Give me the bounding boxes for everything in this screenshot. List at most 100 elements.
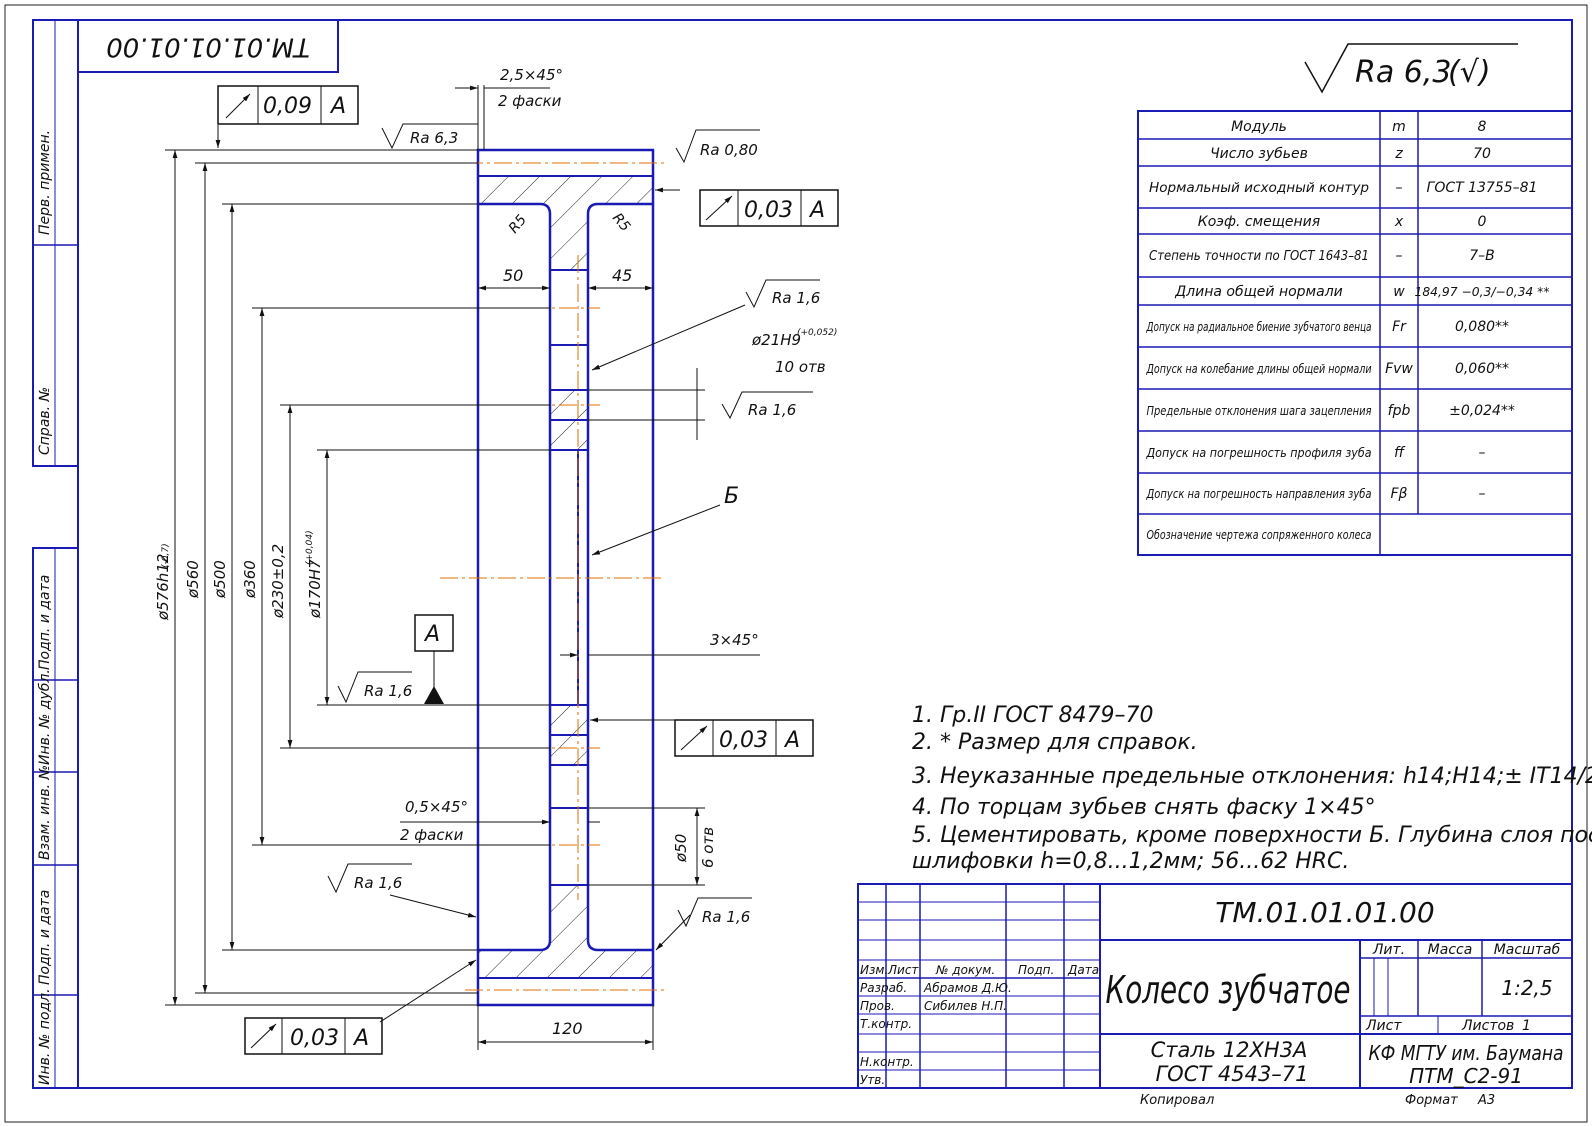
technical-notes: 1. Гр.II ГОСТ 8479–70 2. * Размер для сп… — [912, 703, 1592, 874]
roughness-symbols — [327, 123, 820, 928]
tb-prov-name: Сибилев Н.П. — [924, 999, 1007, 1013]
tb-col-scale: Масштаб — [1494, 942, 1561, 958]
note-4: 4. По торцам зубьев снять фаску 1×45° — [912, 795, 1376, 820]
note-3: 3. Неуказанные предельные отклонения: h1… — [912, 764, 1592, 789]
param-val-direction: – — [1479, 486, 1486, 502]
rotated-drawing-code: ТМ.01.01.01.00 — [106, 32, 310, 62]
tb-nkontr: Н.контр. — [860, 1055, 914, 1069]
param-name-teeth: Число зубьев — [1210, 146, 1308, 162]
roughness-labels: Ra 6,3 Ra 0,80 Ra 1,6 Ra 1,6 Ra 1,6 Ra 1… — [354, 129, 820, 926]
side-label-inv-dubl: Инв. № дубл. — [37, 669, 53, 765]
dim-holes-tol: (+0,052) — [797, 328, 837, 338]
tb-sheets: Листов — [1461, 1018, 1514, 1034]
tb-org-2: ПТМ_С2-91 — [1409, 1064, 1523, 1088]
tb-razrab: Разраб. — [860, 981, 907, 995]
dim-d50: ø50 — [672, 834, 690, 863]
tol-2-value: 0,03 — [744, 198, 793, 223]
general-roughness-value: Ra 6,3 — [1355, 55, 1451, 90]
side-label-sprav: Справ. № — [37, 387, 53, 455]
tb-razrab-name: Абрамов Д.Ю. — [923, 981, 1012, 995]
param-sym-length-variation: Fvw — [1385, 361, 1413, 377]
tb-org-1: КФ МГТУ им. Баумана — [1369, 1041, 1564, 1065]
note-2: 2. * Размер для справок. — [912, 730, 1198, 755]
tb-drawing-code: ТМ.01.01.01.00 — [1215, 896, 1434, 929]
param-val-pitch: ±0,024** — [1449, 403, 1515, 419]
param-sym-radial-runout: Fr — [1392, 319, 1407, 335]
dim-width-120: 120 — [552, 1019, 583, 1038]
param-name-module: Модуль — [1231, 119, 1287, 135]
tol-3-value: 0,03 — [719, 728, 768, 753]
side-labels: Перв. примен. Справ. № Подп. и дата Инв.… — [37, 130, 53, 1085]
note-5b: шлифовки h=0,8...1,2мм; 56...62 HRC. — [912, 849, 1349, 874]
param-name-pitch: Предельные отклонения шага зацепления — [1147, 404, 1372, 418]
param-val-radial-runout: 0,080** — [1455, 319, 1509, 335]
dim-chamfer-top: 2,5×45° — [500, 66, 563, 84]
tb-format: Формат — [1405, 1093, 1458, 1108]
dim-chamfer-mid: 3×45° — [710, 631, 759, 649]
tb-hdr-izm: Изм. — [860, 963, 888, 977]
dim-d560: ø560 — [184, 560, 202, 599]
tb-hdr-doc: № докум. — [935, 963, 995, 977]
tb-hdr-date: Дата — [1067, 963, 1099, 977]
param-name-normal-length: Длина общей нормали — [1174, 284, 1343, 300]
param-val-accuracy: 7–В — [1469, 248, 1495, 264]
tol-1-value: 0,09 — [263, 94, 312, 119]
param-sym-profile: ff — [1394, 445, 1406, 461]
param-sym-teeth: z — [1394, 146, 1403, 162]
tb-copied: Копировал — [1140, 1093, 1214, 1108]
tol-4-datum: А — [352, 1026, 369, 1051]
dim-chamfer-bot-note: 2 фаски — [400, 826, 464, 844]
gear-params-table — [1137, 110, 1573, 556]
param-name-accuracy: Степень точности по ГОСТ 1643–81 — [1149, 249, 1369, 264]
tolerance-frame-3: 0,03 А — [674, 719, 814, 757]
ra-6-3: Ra 6,3 — [410, 129, 458, 147]
param-name-direction: Допуск на погрешность направления зуба — [1146, 487, 1372, 501]
dim-holes: ø21H9 — [751, 331, 801, 349]
tb-part-name: Колесо зубчатое — [1106, 968, 1351, 1012]
tb-tkontr: Т.контр. — [860, 1017, 912, 1031]
dim-d500: ø500 — [211, 560, 229, 599]
dim-d170: ø170H7 — [306, 559, 324, 619]
dim-d50-count: 6 отв — [699, 827, 717, 868]
dim-r5a: R5 — [506, 212, 530, 237]
side-label-inv-podl: Инв. № подл. — [37, 988, 53, 1085]
param-name-profile: Допуск на погрешность профиля зуба — [1146, 446, 1372, 460]
dim-chamfer-top-note: 2 фаски — [498, 92, 562, 110]
tb-utv: Утв. — [860, 1073, 885, 1087]
general-roughness: Ra 6,3 (√) — [1304, 43, 1518, 94]
gear-params-text: Модуль m 8 Число зубьев z 70 Нормальный … — [1146, 119, 1550, 542]
param-name-shift: Коэф. смещения — [1198, 214, 1320, 230]
dim-r5b: R5 — [609, 210, 633, 235]
tb-prov: Пров. — [860, 999, 895, 1013]
tb-sheets-count: 1 — [1522, 1018, 1531, 1034]
tb-hdr-list: Лист — [887, 963, 919, 977]
tol-1-datum: А — [329, 94, 346, 119]
tb-scale: 1:2,5 — [1501, 976, 1552, 1000]
param-val-length-variation: 0,060** — [1455, 361, 1509, 377]
param-sym-direction: Fβ — [1391, 486, 1408, 502]
param-sym-contour: – — [1396, 180, 1403, 196]
param-val-teeth: 70 — [1473, 146, 1491, 162]
tolerance-frame-1: 0,09 А — [217, 85, 359, 125]
note-5a: 5. Цементировать, кроме поверхности Б. Г… — [912, 823, 1592, 848]
tol-2-datum: А — [808, 198, 825, 223]
param-sym-shift: x — [1394, 214, 1404, 230]
tol-4-value: 0,03 — [290, 1026, 339, 1051]
part-section — [440, 148, 665, 1007]
side-label-podp-2: Подп. и дата — [37, 890, 53, 985]
datum-a-letter: А — [423, 622, 440, 647]
dim-d170-tol: (+0,04) — [305, 530, 315, 565]
dimension-texts: 2,5×45° 2 фаски 50 45 R5 R5 ø576h12 (-0,… — [154, 66, 837, 1038]
title-block-text: ТМ.01.01.01.00 Колесо зубчатое Сталь 12Х… — [860, 896, 1564, 1108]
param-sym-accuracy: – — [1396, 248, 1403, 264]
side-label-vzam: Взам. инв. № — [37, 765, 53, 860]
dim-d360: ø360 — [241, 560, 259, 599]
dimension-lines — [165, 85, 760, 1050]
dim-d230: ø230±0,2 — [269, 544, 287, 619]
tolerance-frame-4: 0,03 А — [244, 1017, 383, 1055]
dim-d576: ø576h12 — [154, 554, 172, 621]
param-name-radial-runout: Допуск на радиальное биение зубчатого ве… — [1146, 320, 1372, 334]
ra-0-80: Ra 0,80 — [700, 141, 758, 159]
tb-col-lit: Лит. — [1372, 942, 1405, 958]
